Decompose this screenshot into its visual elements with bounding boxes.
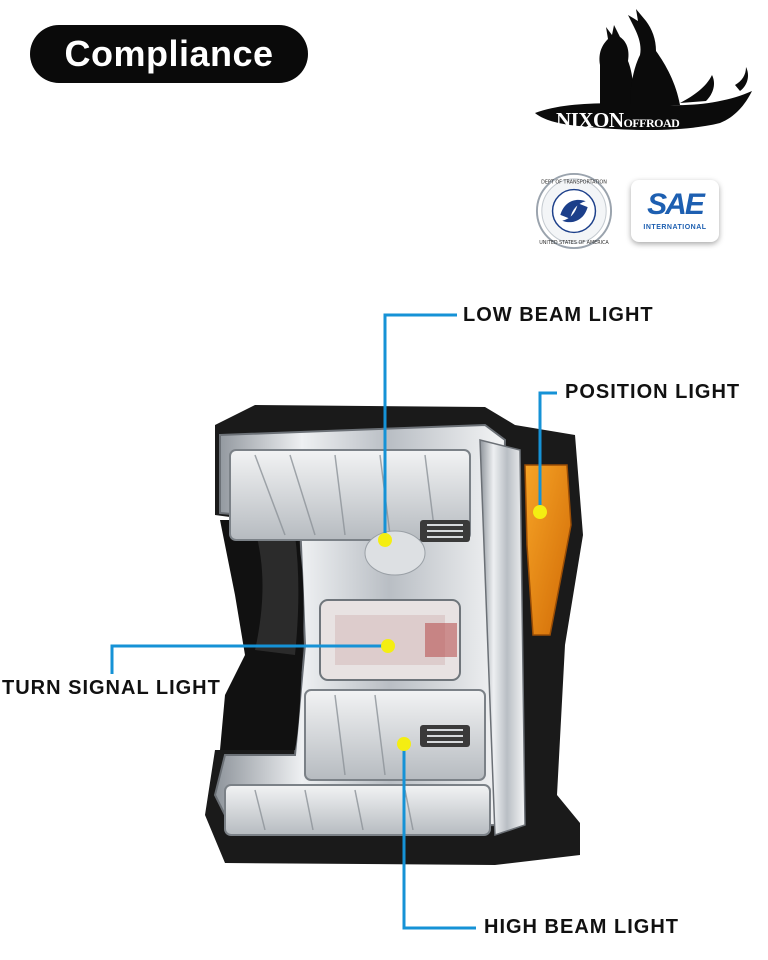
brand-logo-text: NIXONOFFROAD bbox=[556, 108, 680, 132]
wolves-howling-icon bbox=[535, 9, 752, 130]
high-beam-label: HIGH BEAM LIGHT bbox=[484, 916, 679, 938]
headlamp-illustration bbox=[205, 405, 583, 865]
low-beam-label: LOW BEAM LIGHT bbox=[463, 304, 654, 326]
position-light-label: POSITION LIGHT bbox=[565, 381, 741, 403]
dot-seal-icon: DEPT OF TRANSPORTATION UNITED STATES OF … bbox=[535, 172, 613, 250]
sae-logo: SAE INTERNATIONAL bbox=[631, 180, 719, 242]
turn-signal-label: TURN SIGNAL LIGHT bbox=[2, 677, 221, 699]
svg-text:DEPT OF TRANSPORTATION: DEPT OF TRANSPORTATION bbox=[541, 180, 607, 186]
compliance-badge: Compliance bbox=[30, 25, 308, 83]
svg-text:UNITED STATES OF AMERICA: UNITED STATES OF AMERICA bbox=[539, 240, 609, 246]
